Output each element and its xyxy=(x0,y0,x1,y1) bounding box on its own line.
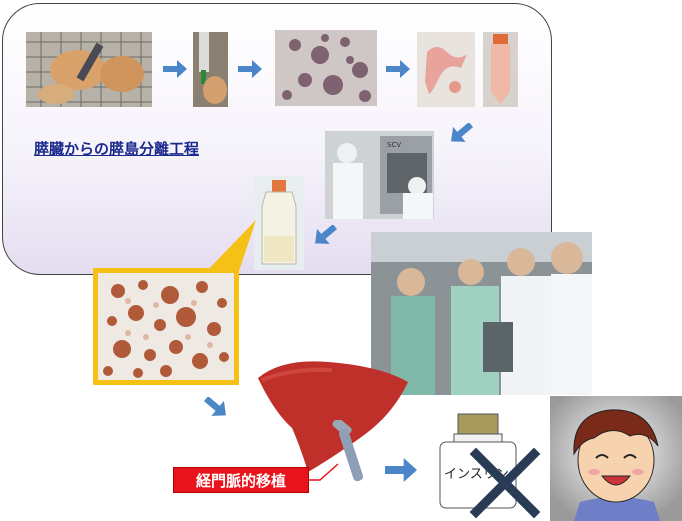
isolated-islets-photo xyxy=(93,268,239,385)
process-title: 膵臓からの膵島分離工程 xyxy=(34,140,200,158)
syringe-injection-photo xyxy=(193,32,228,107)
pancreas-tissue-photo xyxy=(26,32,152,107)
smiling-face-illustration xyxy=(550,396,682,521)
callout-pointer xyxy=(200,220,256,280)
tissue-fragments-photo xyxy=(417,32,475,107)
svg-text:SCV: SCV xyxy=(387,141,401,149)
digestion-microscope-photo xyxy=(275,30,377,106)
islet-bottle-photo xyxy=(254,176,304,270)
label-connector xyxy=(308,463,339,481)
arrow-right-icon xyxy=(163,60,187,78)
transplant-surgery-photo xyxy=(371,232,592,395)
arrow-down-left-icon xyxy=(451,123,474,142)
liver-illustration xyxy=(258,361,408,472)
arrow-down-right-icon xyxy=(203,397,226,416)
arrow-right-icon xyxy=(238,60,262,78)
arrow-right-icon xyxy=(385,458,417,482)
arrow-down-left-icon xyxy=(315,225,338,244)
arrow-right-icon xyxy=(386,60,410,78)
cross-mark-icon xyxy=(469,447,541,519)
transplant-label: 経門脈的移植 xyxy=(173,467,309,493)
centrifuge-tube-photo xyxy=(483,32,518,107)
clean-room-photo: SCV xyxy=(325,131,434,219)
syringe-icon xyxy=(332,420,364,482)
